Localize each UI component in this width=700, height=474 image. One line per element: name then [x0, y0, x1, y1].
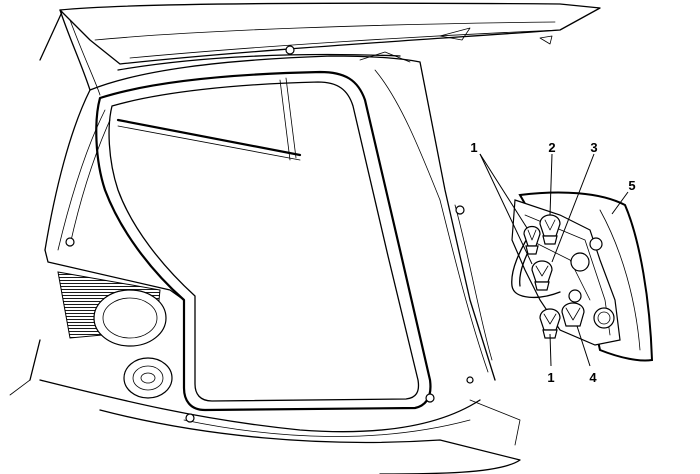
bulb-1-lower: [539, 308, 561, 339]
callout-3: 3: [590, 140, 597, 155]
callout-1-lower: 1: [547, 370, 554, 385]
vehicle-body: [9, 2, 601, 474]
bulb-4: [561, 302, 585, 327]
bulb-2: [539, 214, 561, 245]
callout-2: 2: [548, 140, 555, 155]
bulb-3: [531, 260, 553, 291]
callout-4: 4: [589, 370, 597, 385]
leader-lines: [479, 153, 629, 367]
bulb-1-upper: [523, 225, 541, 255]
callout-5: 5: [628, 178, 635, 193]
tail-lamp-assembly: [511, 191, 654, 362]
callout-1-upper: 1: [470, 140, 477, 155]
